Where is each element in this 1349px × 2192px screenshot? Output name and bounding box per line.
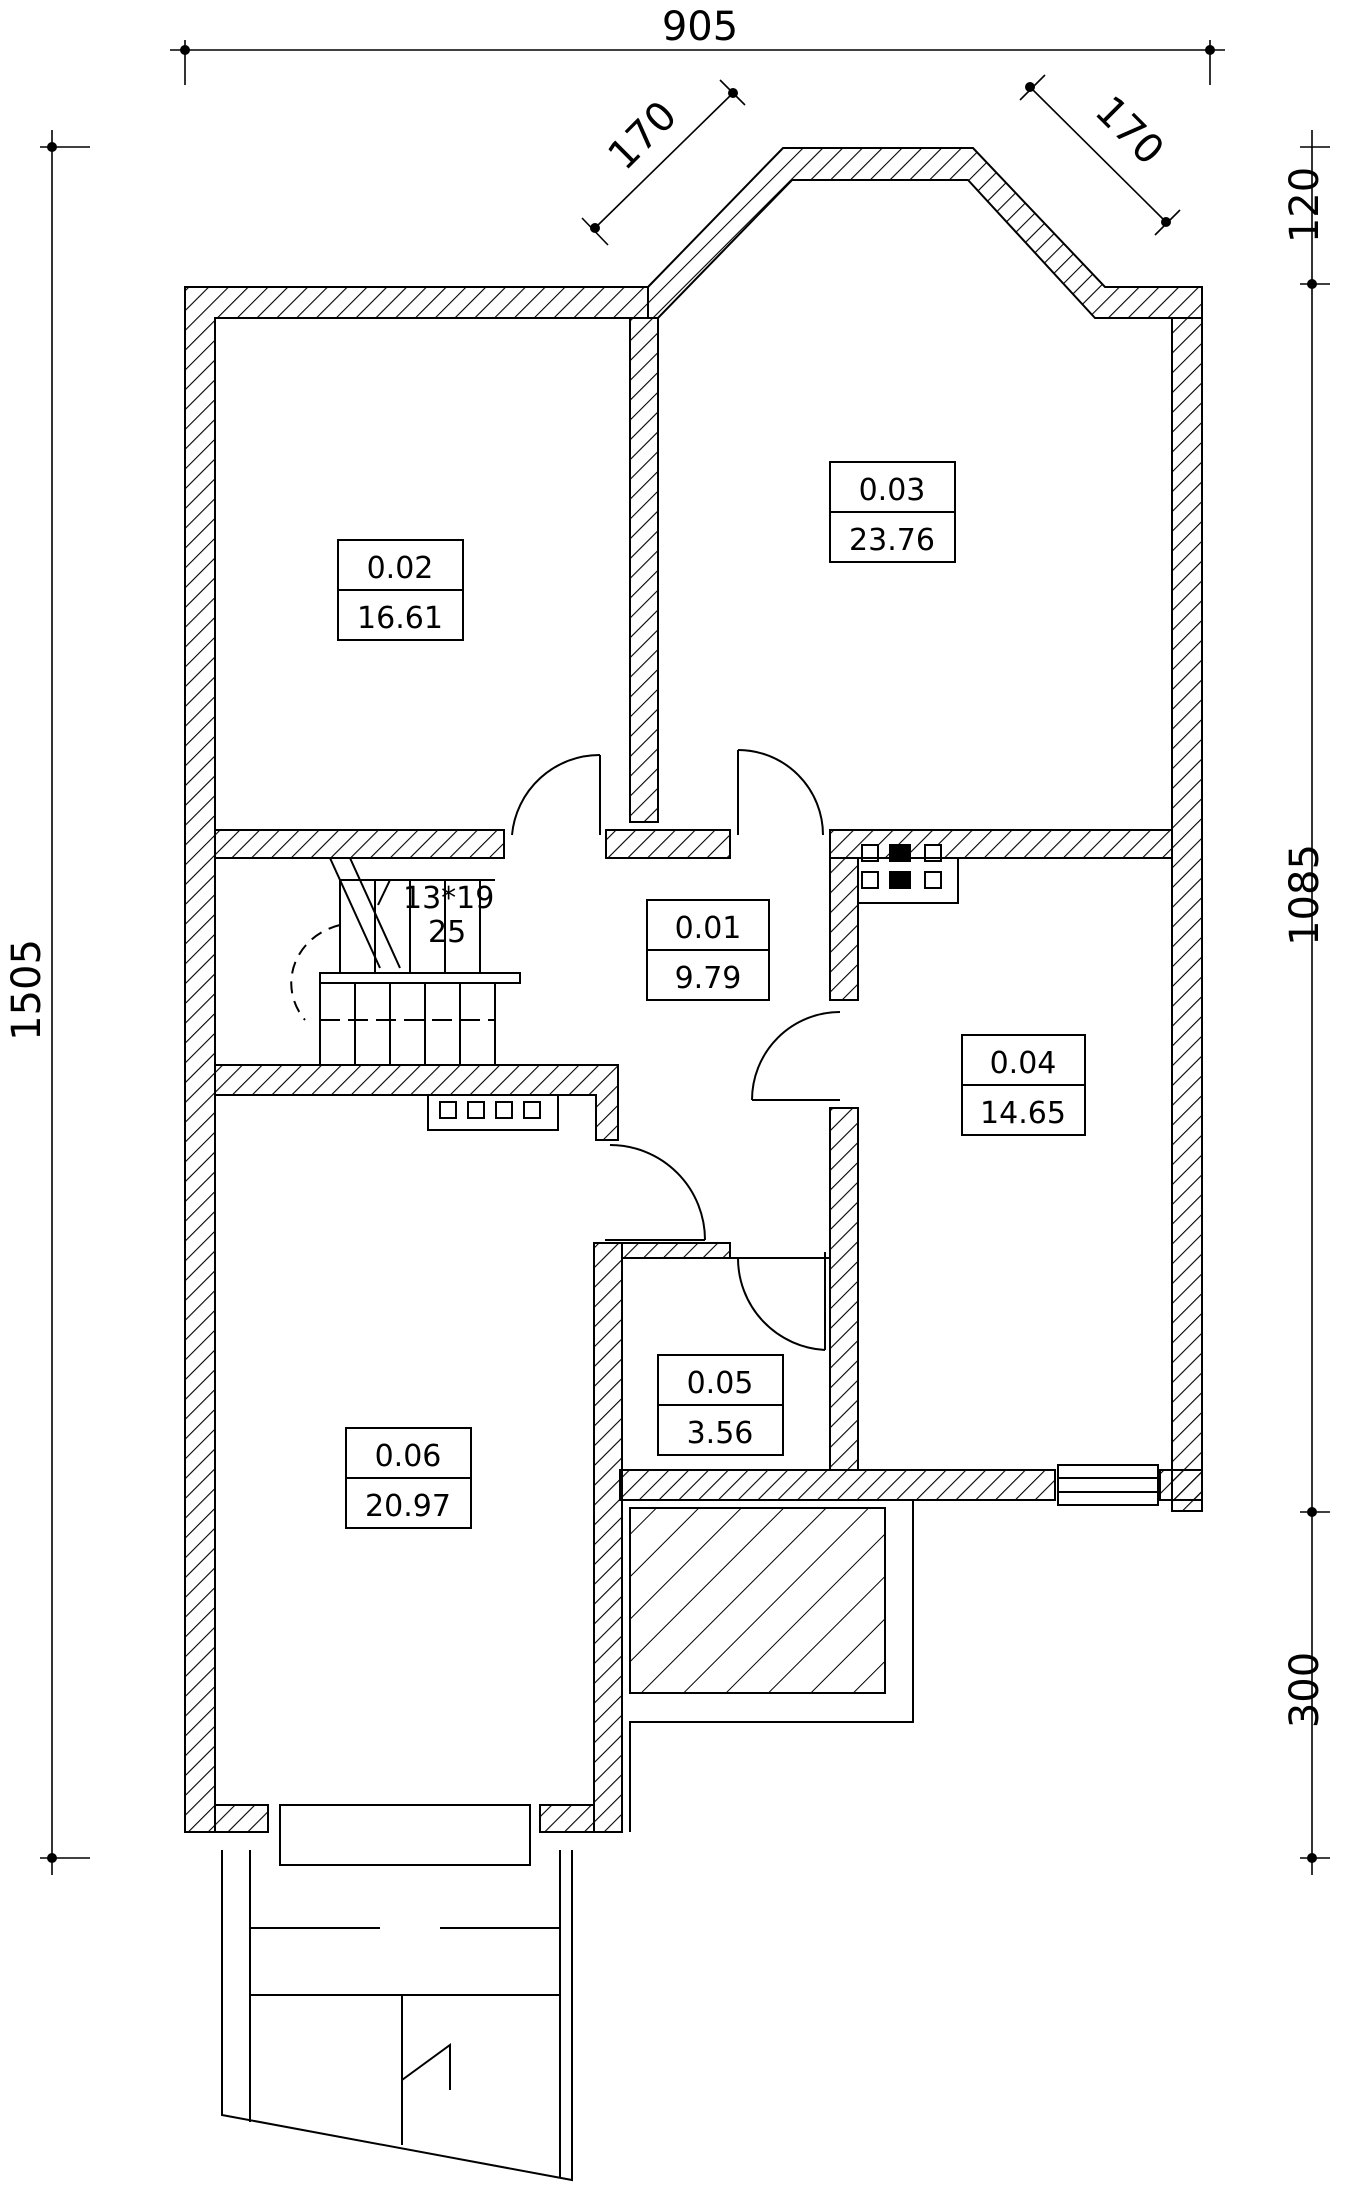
- dim-left-height: 1505: [4, 939, 50, 1041]
- wall-05-top: [621, 1242, 731, 1259]
- terrace-block: [629, 1507, 886, 1694]
- stair-arrow-icon: [377, 879, 403, 906]
- wall-outer-left: [184, 286, 649, 1833]
- wall-06-bottom-left: [214, 1804, 269, 1833]
- doors: [511, 749, 841, 1351]
- wall-02-03: [629, 317, 659, 823]
- wall-03-bottom: [829, 829, 1173, 859]
- walls: [184, 147, 1203, 1833]
- room-id-0-02: 0.02: [367, 551, 434, 586]
- wall-02-bottom: [214, 829, 505, 859]
- porch: [221, 1850, 573, 2182]
- wall-06-05: [593, 1242, 623, 1833]
- stair-depth: 25: [428, 915, 466, 950]
- dim-right-bottom: 300: [1282, 1652, 1328, 1728]
- room-area-0-03: 23.76: [849, 523, 935, 558]
- wall-06-top: [214, 1064, 619, 1141]
- stair: [290, 857, 521, 1065]
- window-right-bottom: [1057, 1464, 1159, 1506]
- room-area-0-06: 20.97: [365, 1489, 451, 1524]
- vent-shafts: [857, 844, 959, 904]
- stair-spec: 13*19: [403, 881, 494, 916]
- room-label-0-01: 0.01 9.79: [646, 899, 770, 1001]
- room-id-0-03: 0.03: [859, 473, 926, 508]
- room-label-0-05: 0.05 3.56: [657, 1354, 784, 1456]
- room-label-0-02: 0.02 16.61: [337, 539, 464, 641]
- room-label-0-03: 0.03 23.76: [829, 461, 956, 563]
- wall-04-left-bottom: [829, 1107, 859, 1471]
- dimension-dots: [47, 45, 1317, 1863]
- room-area-0-02: 16.61: [357, 601, 443, 636]
- wall-06-bottom-right: [539, 1804, 595, 1833]
- room-id-0-06: 0.06: [375, 1439, 442, 1474]
- room-id-0-04: 0.04: [990, 1046, 1057, 1081]
- vent-row-06: [427, 1094, 559, 1131]
- room-id-0-01: 0.01: [675, 911, 742, 946]
- wall-04-bottom: [619, 1469, 1056, 1501]
- wall-04-bottom-right: [1159, 1469, 1203, 1501]
- dim-top-width: 905: [662, 4, 738, 50]
- thin-walls: [621, 1257, 831, 1471]
- wall-03-stub: [605, 829, 731, 859]
- dim-diag-right: 170: [1086, 88, 1173, 175]
- entrance-opening: [279, 1804, 531, 1866]
- room-area-0-05: 3.56: [687, 1416, 754, 1451]
- wall-bay: [647, 147, 1203, 319]
- room-label-0-06: 0.06 20.97: [345, 1427, 472, 1529]
- wall-outer-right: [1171, 317, 1203, 1512]
- terrace-outline: [622, 1499, 914, 1832]
- room-area-0-01: 9.79: [675, 961, 742, 996]
- room-label-0-04: 0.04 14.65: [961, 1034, 1086, 1136]
- dim-right-middle: 1085: [1282, 844, 1328, 946]
- dim-diag-left: 170: [600, 93, 687, 180]
- dim-right-top: 120: [1282, 167, 1328, 243]
- wall-04-left-top: [829, 857, 859, 1001]
- room-area-0-04: 14.65: [980, 1096, 1066, 1131]
- room-id-0-05: 0.05: [687, 1366, 754, 1401]
